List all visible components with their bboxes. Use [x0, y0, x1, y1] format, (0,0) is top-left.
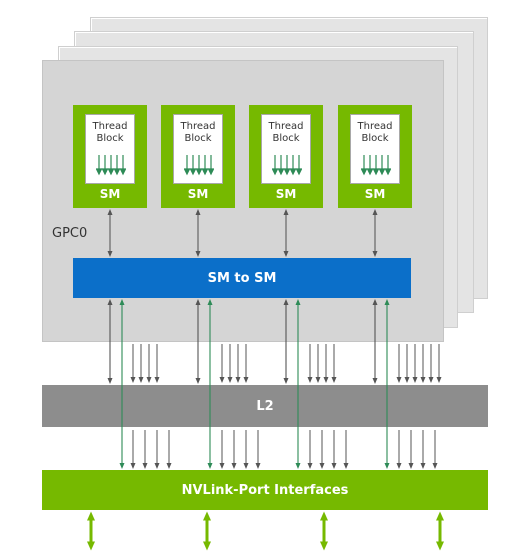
thread-arrows-icon — [96, 155, 126, 176]
thread-block-2: Thread Block — [173, 114, 223, 184]
l2-label: L2 — [256, 398, 274, 414]
sm-label: SM — [99, 187, 121, 201]
sm-label: SM — [187, 187, 209, 201]
sm-to-sm-bar: SM to SM — [73, 258, 411, 298]
thread-block-label: Thread Block — [357, 121, 393, 144]
thread-arrows-icon — [272, 155, 302, 176]
thread-arrows-icon — [361, 155, 391, 176]
sm-block-2: Thread Block SM — [161, 105, 235, 208]
gpc-label: GPC0 — [52, 226, 88, 241]
thread-block-4: Thread Block — [350, 114, 400, 184]
thread-block-1: Thread Block — [85, 114, 135, 184]
sm-block-4: Thread Block SM — [338, 105, 412, 208]
sm-block-3: Thread Block SM — [249, 105, 323, 208]
sm-label: SM — [275, 187, 297, 201]
thread-block-label: Thread Block — [92, 121, 128, 144]
l2-bar: L2 — [42, 385, 488, 427]
nvlink-bar: NVLink-Port Interfaces — [42, 470, 488, 510]
thread-block-label: Thread Block — [180, 121, 216, 144]
sm-block-1: Thread Block SM — [73, 105, 147, 208]
thread-block-label: Thread Block — [268, 121, 304, 144]
sm-label: SM — [364, 187, 386, 201]
thread-block-3: Thread Block — [261, 114, 311, 184]
thread-arrows-icon — [184, 155, 214, 176]
nvlink-label: NVLink-Port Interfaces — [181, 482, 349, 498]
sm-to-sm-label: SM to SM — [207, 270, 277, 286]
